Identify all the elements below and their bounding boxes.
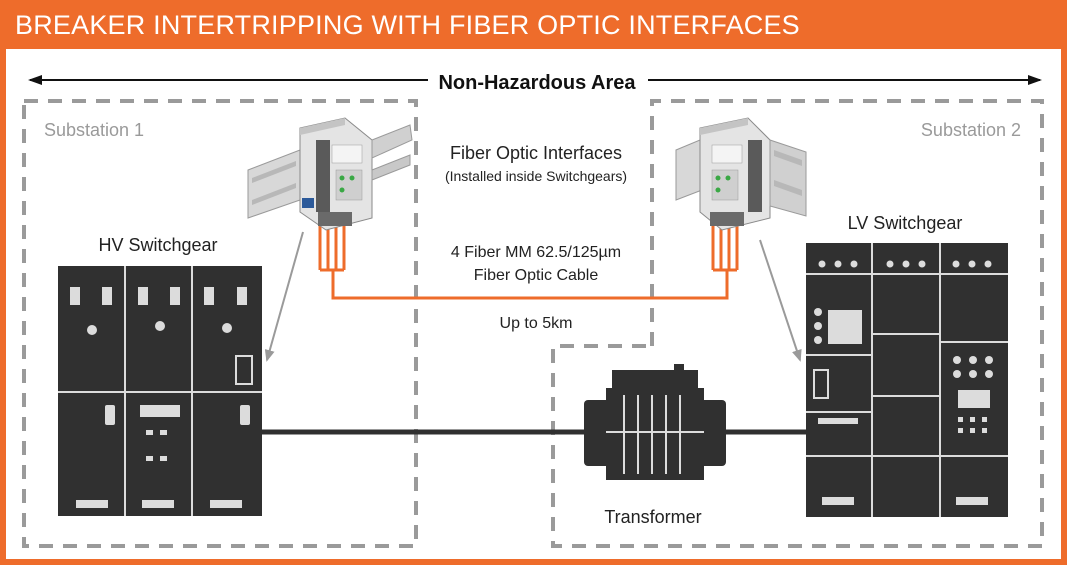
pointer-arrow-hv xyxy=(264,231,304,362)
substation-2-label: Substation 2 xyxy=(921,120,1021,140)
hv-switchgear xyxy=(58,266,262,516)
cable-distance: Up to 5km xyxy=(500,315,573,332)
fiber-optic-cable xyxy=(318,224,739,300)
lv-switchgear-label: LV Switchgear xyxy=(848,213,963,233)
fiber-interface-module-left xyxy=(247,117,413,231)
pointer-arrow-lv xyxy=(759,239,802,362)
area-label: Non-Hazardous Area xyxy=(438,72,636,94)
substation-1-label: Substation 1 xyxy=(44,120,144,140)
lv-switchgear xyxy=(806,243,1008,517)
page-title: BREAKER INTERTRIPPING WITH FIBER OPTIC I… xyxy=(15,10,800,40)
transformer xyxy=(584,364,726,480)
substation-2-boundary xyxy=(551,99,1044,548)
fiber-interfaces-subtitle: (Installed inside Switchgears) xyxy=(445,168,627,184)
cable-spec-line1: 4 Fiber MM 62.5/125µm xyxy=(451,244,621,261)
transformer-label: Transformer xyxy=(604,507,701,527)
substation-1-boundary xyxy=(22,99,418,548)
hv-switchgear-label: HV Switchgear xyxy=(98,235,217,255)
cable-spec-line2: Fiber Optic Cable xyxy=(474,267,599,284)
fiber-interfaces-title: Fiber Optic Interfaces xyxy=(450,143,622,163)
fiber-interface-module-right xyxy=(675,117,807,231)
